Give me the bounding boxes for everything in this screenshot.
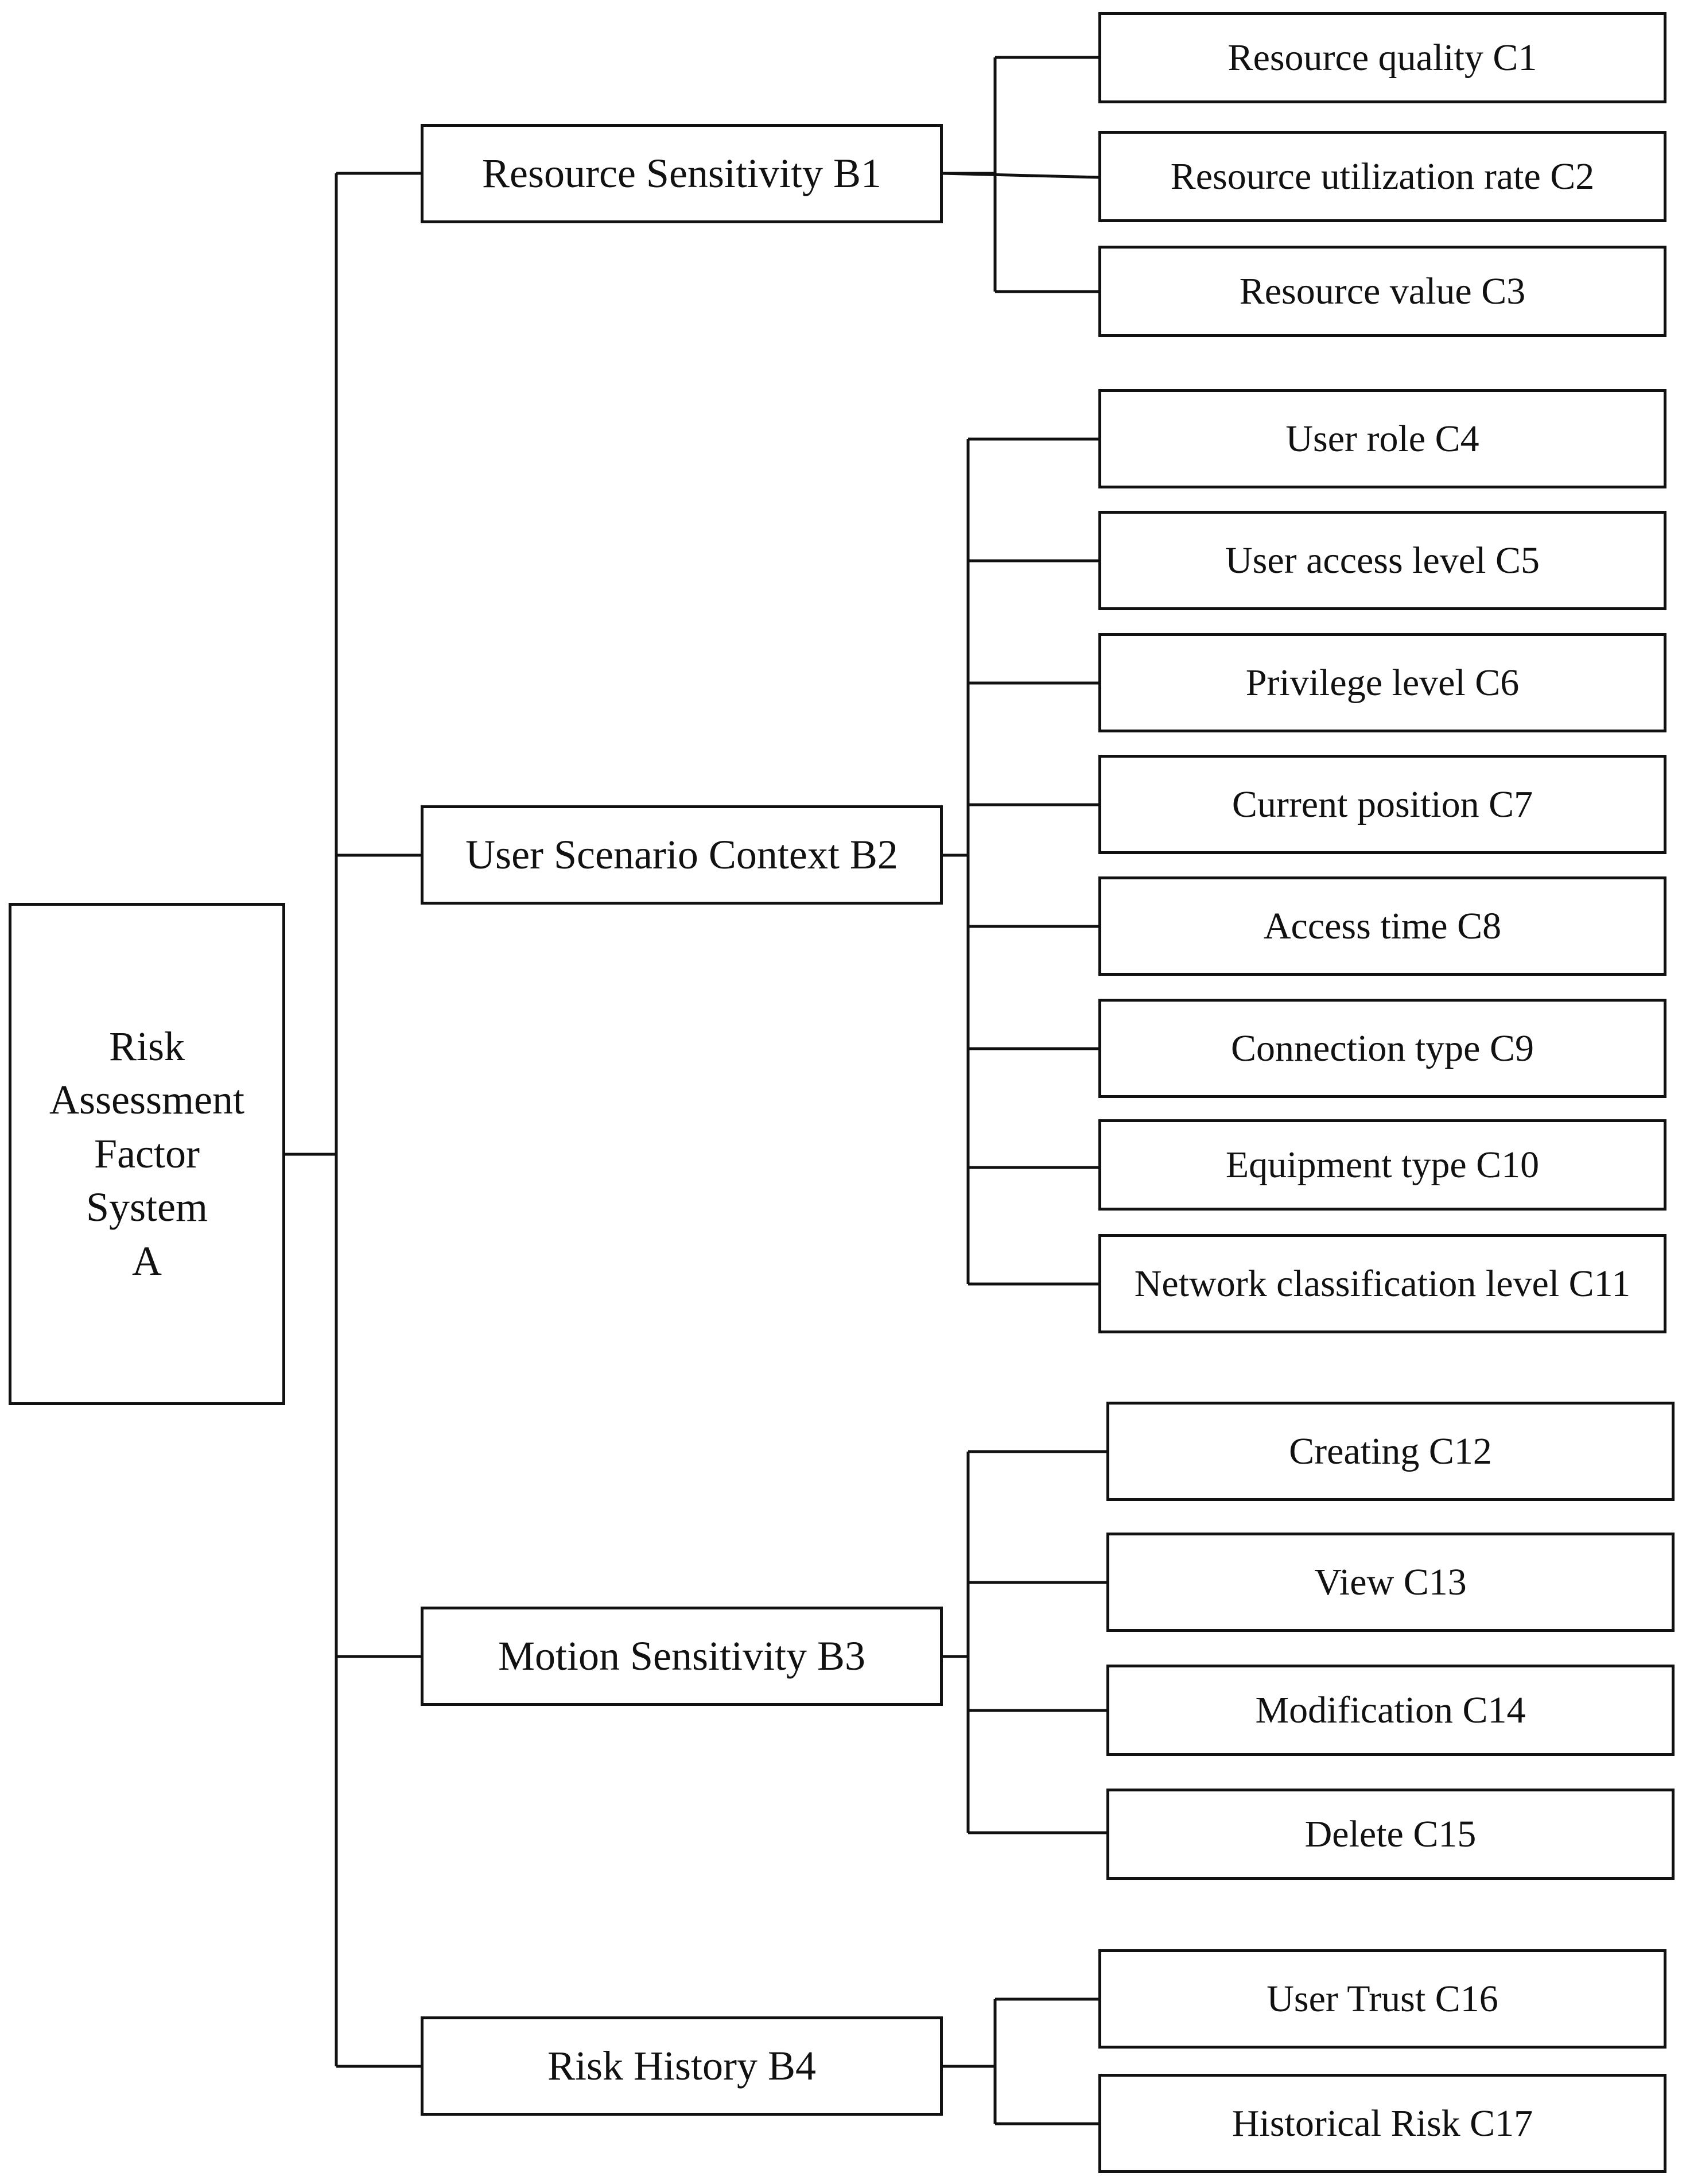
node-c11-label: Network classification level C11 [1134, 1262, 1631, 1305]
node-c5: User access level C5 [1098, 511, 1666, 610]
root-label: Risk Assessment Factor System A [49, 1020, 244, 1289]
root-label-line: System [86, 1184, 208, 1231]
node-c15-label: Delete C15 [1304, 1813, 1477, 1855]
node-c17-label: Historical Risk C17 [1232, 2102, 1533, 2144]
node-c10: Equipment type C10 [1098, 1119, 1666, 1211]
node-c16-label: User Trust C16 [1267, 1977, 1498, 2020]
node-c12: Creating C12 [1106, 1402, 1675, 1501]
node-b1: Resource Sensitivity B1 [421, 124, 943, 223]
node-c10-label: Equipment type C10 [1225, 1143, 1540, 1186]
node-c1: Resource quality C1 [1098, 12, 1666, 103]
node-c7-label: Current position C7 [1232, 783, 1533, 825]
node-c7: Current position C7 [1098, 755, 1666, 854]
node-c15: Delete C15 [1106, 1789, 1675, 1880]
root-label-line: A [132, 1238, 162, 1284]
node-c6-label: Privilege level C6 [1245, 661, 1520, 704]
node-c13: View C13 [1106, 1533, 1675, 1632]
node-c3-label: Resource value C3 [1239, 270, 1526, 312]
node-c12-label: Creating C12 [1289, 1430, 1492, 1472]
node-c1-label: Resource quality C1 [1227, 36, 1537, 79]
node-c14-label: Modification C14 [1255, 1689, 1526, 1731]
node-c13-label: View C13 [1314, 1561, 1467, 1603]
node-c9: Connection type C9 [1098, 999, 1666, 1098]
root-label-line: Risk [108, 1023, 185, 1069]
node-c11: Network classification level C11 [1098, 1234, 1666, 1333]
node-c9-label: Connection type C9 [1231, 1027, 1534, 1069]
root-node: Risk Assessment Factor System A [9, 903, 285, 1405]
node-b4: Risk History B4 [421, 2016, 943, 2116]
node-c3: Resource value C3 [1098, 246, 1666, 337]
node-b2: User Scenario Context B2 [421, 805, 943, 905]
node-b3-label: Motion Sensitivity B3 [498, 1633, 866, 1679]
node-b2-label: User Scenario Context B2 [465, 832, 898, 878]
node-c4-label: User role C4 [1285, 417, 1479, 460]
node-c8: Access time C8 [1098, 876, 1666, 976]
node-c5-label: User access level C5 [1225, 539, 1540, 581]
node-c14: Modification C14 [1106, 1665, 1675, 1756]
node-c4: User role C4 [1098, 389, 1666, 488]
node-c8-label: Access time C8 [1263, 905, 1502, 947]
node-c17: Historical Risk C17 [1098, 2074, 1666, 2173]
node-c16: User Trust C16 [1098, 1949, 1666, 2049]
root-label-line: Factor [94, 1130, 200, 1177]
node-b4-label: Risk History B4 [547, 2043, 817, 2089]
node-b3: Motion Sensitivity B3 [421, 1607, 943, 1706]
node-c2: Resource utilization rate C2 [1098, 131, 1666, 222]
root-label-line: Assessment [49, 1077, 244, 1123]
node-c6: Privilege level C6 [1098, 633, 1666, 732]
c2-connector [941, 172, 1101, 179]
node-b1-label: Resource Sensitivity B1 [482, 150, 881, 197]
node-c2-label: Resource utilization rate C2 [1170, 155, 1595, 197]
